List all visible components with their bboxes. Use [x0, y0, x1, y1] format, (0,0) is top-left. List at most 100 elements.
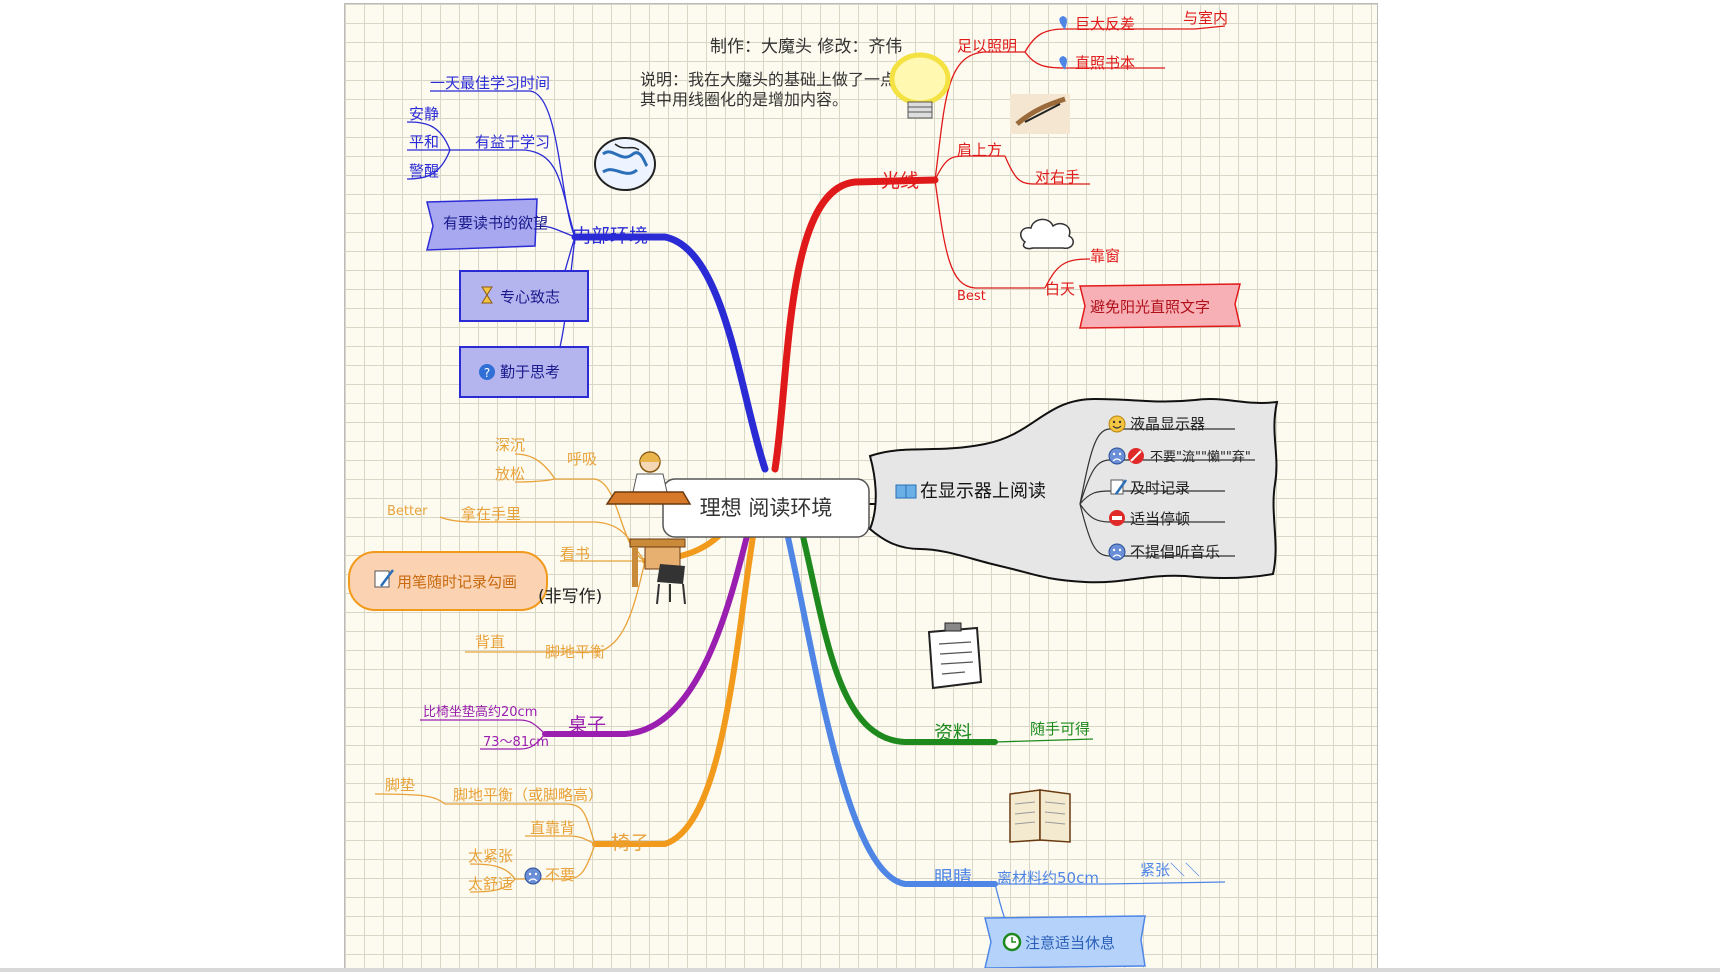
monitor-cloud[interactable] — [868, 397, 1279, 584]
posture-relax[interactable]: 放松 — [495, 465, 525, 483]
posture-back-straight[interactable]: 背直 — [475, 633, 505, 651]
posture-deep[interactable]: 深沉 — [495, 436, 525, 454]
branch-material-line — [797, 521, 998, 745]
sad-face-icon-3 — [1108, 543, 1126, 561]
material-sub-line — [994, 738, 1094, 743]
posture-read-book[interactable]: 看书 — [560, 545, 590, 563]
monitor-record[interactable]: 及时记录 — [1130, 479, 1190, 497]
light-avoid-sun: 避免阳光直照文字 — [1090, 298, 1210, 316]
light-contrast[interactable]: 巨大反差 — [1075, 15, 1135, 33]
reading-person-icon — [605, 451, 692, 505]
note-line-1: 说明：我在大魔头的基础上做了一点修改 — [640, 70, 928, 89]
smile-icon — [1108, 415, 1126, 433]
help-icon: ? — [479, 364, 495, 380]
desk-chair-icon — [629, 538, 686, 605]
internal-desire: 有要读书的欲望 — [443, 214, 548, 232]
internal-title[interactable]: 内部环境 — [572, 225, 648, 247]
posture-not-writing[interactable]: (非写作) — [538, 587, 602, 607]
blue-drop-icon-1 — [1059, 16, 1067, 30]
book-icon — [895, 484, 917, 499]
branch-chair-line — [592, 521, 758, 847]
posture-in-hand[interactable]: 拿在手里 — [461, 505, 521, 523]
sad-face-icon-2 — [1108, 447, 1126, 465]
desk-higher[interactable]: 比椅坐垫高约20cm — [423, 704, 537, 720]
internal-focus: 专心致志 — [500, 288, 560, 306]
desk-height[interactable]: 73～81cm — [483, 735, 549, 750]
light-bulb-icon — [889, 52, 951, 119]
brain-icon — [594, 137, 656, 191]
monitor-no-music[interactable]: 不提倡听音乐 — [1130, 543, 1220, 561]
internal-quiet[interactable]: 安静 — [409, 105, 439, 123]
chair-too-comfy[interactable]: 太舒适 — [468, 875, 513, 893]
chair-title[interactable]: 椅子 — [611, 832, 649, 854]
internal-calm[interactable]: 平和 — [409, 133, 439, 151]
eyes-title[interactable]: 眼睛 — [934, 867, 972, 889]
internal-best-time[interactable]: 一天最佳学习时间 — [430, 74, 550, 92]
center-node[interactable] — [662, 478, 870, 538]
blue-drop-icon-2 — [1059, 56, 1067, 70]
light-shoulder[interactable]: 肩上方 — [957, 141, 1002, 159]
chair-branch — [374, 793, 596, 893]
light-window[interactable]: 靠窗 — [1090, 247, 1120, 265]
open-book-icon — [1009, 789, 1071, 843]
internal-branch — [406, 90, 576, 383]
light-branch — [934, 25, 1226, 289]
eyes-distance[interactable]: 离材料约50cm — [997, 869, 1099, 887]
chair-footrest[interactable]: 脚垫 — [385, 776, 415, 794]
chair-too-tight[interactable]: 太紧张 — [468, 847, 513, 865]
internal-alert[interactable]: 警醒 — [409, 162, 439, 180]
desk-branch — [420, 719, 546, 750]
credits-text: 制作：大魔头 修改：齐伟 — [710, 37, 902, 57]
monitor-title: 在显示器上阅读 — [920, 481, 1046, 502]
cloud-icon — [1020, 218, 1074, 250]
pen-note-icon-2 — [1110, 479, 1128, 495]
chair-feet-level[interactable]: 脚地平衡（或脚略高） — [453, 786, 603, 804]
eyes-rest-box[interactable] — [984, 915, 1146, 969]
monitor-no-skim[interactable]: 不要"流""懒""弃" — [1150, 450, 1251, 465]
internal-focus-box[interactable] — [459, 270, 589, 322]
chair-back[interactable]: 直靠背 — [530, 819, 575, 837]
branch-light-line — [771, 176, 939, 473]
hourglass-icon — [481, 286, 493, 304]
center-node-label: 理想 阅读环境 — [700, 496, 833, 520]
branch-eyes-line — [782, 521, 998, 887]
chair-no[interactable]: 不要 — [545, 866, 575, 884]
light-title[interactable]: 光线 — [881, 170, 919, 192]
writing-hand-icon — [1010, 94, 1070, 134]
light-daytime[interactable]: 白天 — [1045, 280, 1075, 298]
posture-breath[interactable]: 呼吸 — [567, 450, 597, 468]
light-sufficient[interactable]: 足以照明 — [957, 37, 1017, 55]
light-best[interactable]: Best — [957, 289, 986, 304]
posture-branch — [439, 453, 646, 653]
material-handy[interactable]: 随手可得 — [1030, 720, 1090, 738]
pen-note-icon — [374, 569, 394, 588]
eyes-rest: 注意适当休息 — [1025, 934, 1115, 952]
svg-text:?: ? — [484, 366, 490, 380]
posture-better[interactable]: Better — [387, 504, 428, 519]
monitor-pause[interactable]: 适当停顿 — [1130, 510, 1190, 528]
monitor-lcd[interactable]: 液晶显示器 — [1130, 415, 1205, 433]
clock-icon — [1002, 932, 1022, 952]
material-title[interactable]: 资料 — [934, 722, 972, 744]
bottom-scrollbar[interactable] — [0, 968, 1720, 972]
branch-desk-line — [542, 521, 753, 737]
forbidden-icon — [1128, 448, 1144, 464]
light-right-hand[interactable]: 对右手 — [1035, 168, 1080, 186]
light-direct[interactable]: 直照书本 — [1075, 54, 1135, 72]
light-avoid-sun-box[interactable] — [1079, 283, 1241, 329]
light-indoor[interactable]: 与室内 — [1183, 9, 1228, 27]
sad-face-icon — [524, 867, 542, 885]
internal-beneficial[interactable]: 有益于学习 — [475, 133, 550, 151]
mindmap-slide: 理想 阅读环境 制作：大魔头 修改：齐伟 说明：我在大魔头的基础上做了一点修改 … — [344, 3, 1378, 970]
desk-title[interactable]: 桌子 — [568, 714, 606, 736]
posture-pen-note: 用笔随时记录勾画 — [397, 573, 517, 591]
stop-icon — [1109, 510, 1125, 526]
posture-pen-note-box[interactable] — [348, 551, 548, 611]
internal-desire-box[interactable] — [426, 198, 538, 251]
branch-internal-line — [571, 233, 769, 473]
eyes-tense[interactable]: 紧张＼＼ — [1140, 861, 1200, 879]
mindmap-canvas: 理想 阅读环境 制作：大魔头 修改：齐伟 说明：我在大魔头的基础上做了一点修改 … — [348, 9, 1279, 969]
clipboard-icon — [927, 622, 983, 690]
posture-feet-flat[interactable]: 脚地平衡 — [545, 643, 605, 661]
internal-think: 勤于思考 — [500, 363, 560, 381]
